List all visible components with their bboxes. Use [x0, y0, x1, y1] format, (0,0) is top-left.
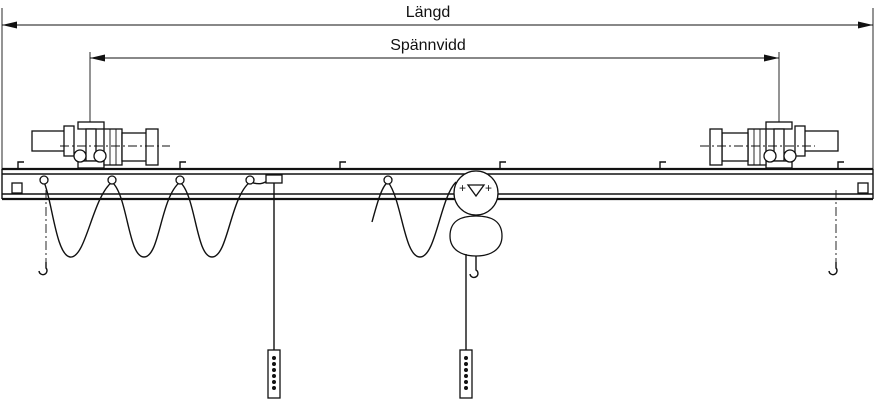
length-dimension: Längd	[1, 2, 874, 195]
length-label: Längd	[406, 4, 451, 21]
right-hook-position	[828, 190, 838, 276]
span-label: Spännvidd	[390, 37, 466, 54]
svg-text:+: +	[459, 181, 466, 195]
left-end-truck	[31, 121, 170, 169]
right-end-truck	[700, 121, 839, 169]
hoist: + +	[449, 170, 503, 279]
span-dimension: Spännvidd	[89, 35, 780, 128]
left-hook-position	[38, 190, 48, 276]
pendant-control-hoist	[459, 254, 473, 399]
festoon-cable	[39, 174, 457, 258]
main-girder	[1, 161, 874, 201]
svg-text:+: +	[485, 181, 492, 195]
pendant-control-left	[267, 183, 281, 399]
